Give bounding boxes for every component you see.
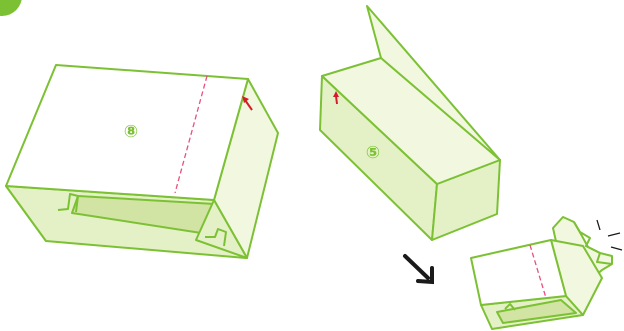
box-large-tab-left xyxy=(57,193,79,213)
box-large-fold-line xyxy=(174,75,208,194)
box-small-tab xyxy=(504,303,516,311)
box-small-flap-zigzag xyxy=(573,221,613,265)
box-large-number: ⑧ xyxy=(124,122,138,142)
motion-lines-icon xyxy=(596,219,623,251)
box-large: ⑧ xyxy=(5,64,279,259)
box-upright-number: ⑤ xyxy=(366,143,380,163)
arrow-mark-large xyxy=(242,96,253,111)
box-large-top-face xyxy=(5,64,249,201)
box-large-tab-right xyxy=(205,228,227,247)
arrow-mark-upright xyxy=(333,91,339,105)
box-small xyxy=(470,216,613,330)
box-upright: ⑤ xyxy=(319,5,501,241)
box-upright-top-face xyxy=(321,57,501,185)
box-large-right-flap xyxy=(195,199,248,259)
box-small-inner-shadow xyxy=(496,299,577,324)
arrow-down-right-icon xyxy=(403,254,434,285)
box-small-top-face xyxy=(470,239,567,306)
box-small-fold-line xyxy=(529,244,547,299)
step-badge-icon xyxy=(0,0,22,16)
